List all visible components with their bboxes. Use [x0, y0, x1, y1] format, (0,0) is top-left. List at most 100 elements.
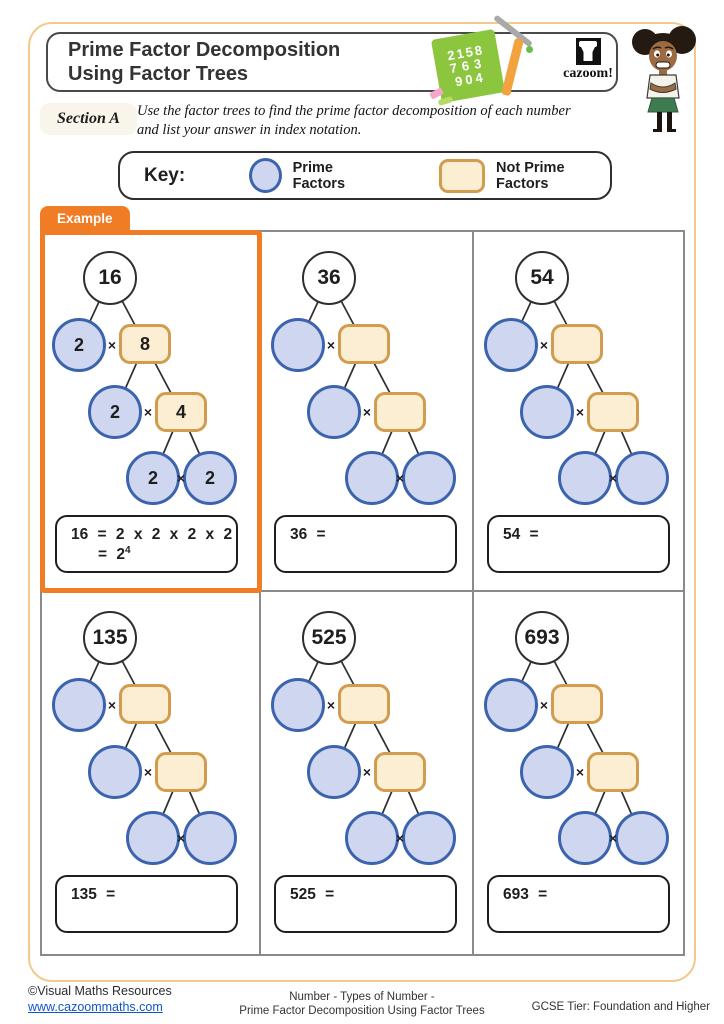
multiply-sign: × [539, 697, 549, 713]
prime-factor-circle [520, 385, 574, 439]
factor-value: 8 [139, 333, 150, 354]
multiply-sign: × [362, 404, 372, 420]
worksheet-title-box: Prime Factor Decomposition Using Factor … [46, 32, 618, 92]
multiply-sign: × [608, 830, 618, 846]
answer-box-525: 525 = [274, 875, 457, 933]
factor-tree-cell-54: 54 × × × 54 = [474, 232, 683, 592]
prime-factor-circle [52, 678, 106, 732]
note-digits-row: 904 [453, 69, 487, 90]
prime-factor-circle [345, 811, 399, 865]
pencil-tip-icon [526, 46, 533, 53]
answer-line-1: 525 = [290, 886, 335, 903]
sticky-note-decoration: 2158 763 904 [428, 14, 543, 107]
root-number: 135 [92, 626, 128, 649]
prime-factor-circle [88, 745, 142, 799]
prime-factor-circle [558, 811, 612, 865]
multiply-sign: × [608, 470, 618, 486]
instruction-line-2: and list your answer in index notation. [137, 122, 362, 139]
multiply-sign: × [575, 764, 585, 780]
multiply-sign: × [395, 470, 405, 486]
multiply-sign: × [176, 830, 186, 846]
composite-factor-box [155, 752, 207, 792]
multiply-sign: × [107, 697, 117, 713]
key-label: Key: [144, 164, 186, 186]
gcse-tier-label: GCSE Tier: Foundation and Higher [531, 1001, 710, 1013]
orange-pencil-icon [501, 37, 524, 97]
root-number: 16 [98, 266, 122, 289]
multiply-sign: × [539, 337, 549, 353]
website-link[interactable]: www.cazoommaths.com [28, 999, 163, 1014]
root-number-circle: 693 [515, 611, 569, 665]
answer-line-1: 36 = [290, 526, 326, 543]
composite-factor-box [551, 684, 603, 724]
composite-factor-box [338, 684, 390, 724]
root-number-circle: 36 [302, 251, 356, 305]
prime-factor-circle [615, 451, 669, 505]
not-prime-factor-key-icon [438, 158, 486, 193]
prime-factor-circle [271, 318, 325, 372]
drum-icon [575, 38, 601, 65]
answer-index-base: = 2 [98, 546, 125, 564]
composite-factor-box [587, 392, 639, 432]
not-prime-factor-key-label: Not Prime Factors [496, 159, 565, 192]
prime-factor-key-icon [249, 158, 282, 193]
answer-line-1: 135 = [71, 886, 116, 903]
prime-factor-circle [520, 745, 574, 799]
title-line-1: Prime Factor Decomposition [68, 39, 341, 61]
section-label: Section A [40, 103, 137, 135]
prime-factor-circle [558, 451, 612, 505]
factor-value: 4 [175, 401, 186, 422]
answer-line-1: 693 = [503, 886, 548, 903]
factor-value: 2 [73, 334, 84, 355]
prime-factor-circle [307, 745, 361, 799]
answer-line-1: 16 = 2 x 2 x 2 x 2 [71, 526, 233, 543]
composite-factor-box [119, 684, 171, 724]
answer-box-135: 135 = [55, 875, 238, 933]
root-number: 54 [530, 266, 554, 289]
prime-factor-circle [402, 811, 456, 865]
factor-value: 2 [147, 467, 158, 488]
composite-factor-box [374, 752, 426, 792]
prime-factor-circle: 2 [88, 385, 142, 439]
multiply-sign: × [107, 337, 117, 353]
prime-factor-circle [307, 385, 361, 439]
prime-factor-circle [345, 451, 399, 505]
topic-line-2: Prime Factor Decomposition Using Factor … [239, 1005, 485, 1018]
footer-topic: Number - Types of Number - Prime Factor … [0, 990, 724, 1019]
prime-factor-circle [484, 678, 538, 732]
prime-factor-circle: 2 [52, 318, 106, 372]
factor-value: 2 [109, 401, 120, 422]
composite-factor-box [338, 324, 390, 364]
root-number-circle: 525 [302, 611, 356, 665]
section-instruction: Use the factor trees to find the prime f… [137, 102, 617, 140]
factor-tree-cell-525: 525 × × × 525 = [261, 592, 474, 954]
multiply-sign: × [395, 830, 405, 846]
composite-factor-box [551, 324, 603, 364]
copyright-text: ©Visual Maths Resources [28, 984, 172, 998]
example-tab: Example [40, 206, 130, 231]
page-border [28, 22, 696, 982]
logo-wordmark: cazoom! [563, 66, 613, 81]
composite-factor-box: 4 [155, 392, 207, 432]
root-number: 693 [524, 626, 560, 649]
prime-factor-key-label: Prime Factors [292, 159, 346, 192]
multiply-sign: × [176, 470, 186, 486]
root-number-circle: 135 [83, 611, 137, 665]
root-number-circle: 16 [83, 251, 137, 305]
factor-value: 2 [204, 467, 215, 488]
answer-line-1: 54 = [503, 526, 539, 543]
prime-factor-circle [271, 678, 325, 732]
composite-factor-box: 8 [119, 324, 171, 364]
multiply-sign: × [575, 404, 585, 420]
prime-factor-circle: 2 [126, 451, 180, 505]
multiply-sign: × [362, 764, 372, 780]
cazoom-logo: cazoom! [556, 38, 620, 90]
multiply-sign: × [326, 337, 336, 353]
root-number: 525 [311, 626, 347, 649]
multiply-sign: × [143, 404, 153, 420]
multiply-sign: × [326, 697, 336, 713]
composite-factor-box [374, 392, 426, 432]
factor-tree-grid: 16 2 × 8 2 × 4 2 × 2 16 = 2 x 2 x 2 x 2 … [40, 230, 685, 956]
answer-box-36: 36 = [274, 515, 457, 573]
factor-tree-cell-693: 693 × × × 693 = [474, 592, 683, 954]
